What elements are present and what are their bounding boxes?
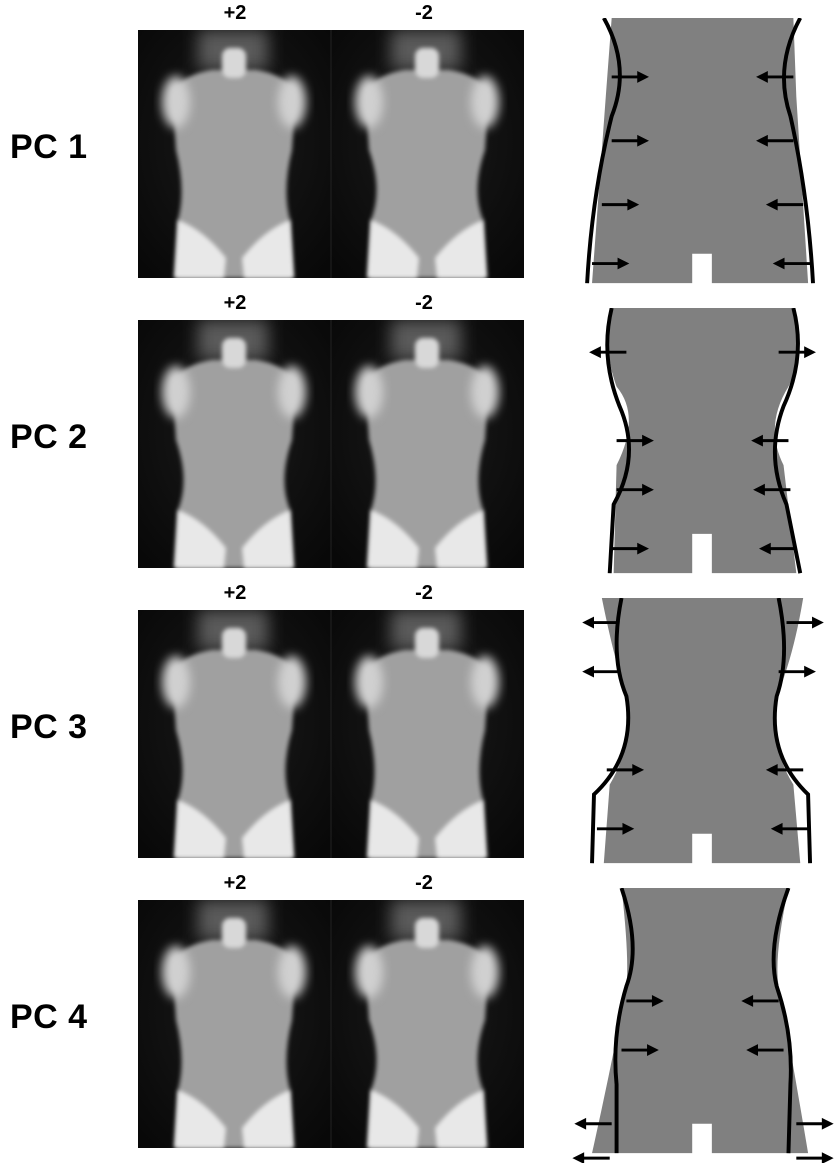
shape-schematic xyxy=(570,308,837,583)
pc-row: PC 4+2-2 xyxy=(0,878,837,1168)
torso-photo xyxy=(331,610,524,858)
pc-row: PC 1+2-2 xyxy=(0,8,837,298)
shape-schematic xyxy=(570,598,837,873)
pc-label: PC 1 xyxy=(10,128,120,167)
photo-pair xyxy=(138,610,524,858)
torso-photo xyxy=(331,30,524,278)
col-label-minus: -2 xyxy=(394,582,454,605)
photo-pair xyxy=(138,30,524,278)
pc-row: PC 3+2-2 xyxy=(0,588,837,878)
col-label-plus: +2 xyxy=(205,2,265,25)
torso-photo xyxy=(331,900,524,1148)
col-label-minus: -2 xyxy=(394,2,454,25)
torso-photo xyxy=(138,900,331,1148)
pc-label: PC 2 xyxy=(10,418,120,457)
pc-label: PC 3 xyxy=(10,708,120,747)
col-label-plus: +2 xyxy=(205,582,265,605)
silhouette-fill xyxy=(602,598,803,863)
photo-pair xyxy=(138,320,524,568)
torso-photo xyxy=(138,320,331,568)
torso-photo xyxy=(331,320,524,568)
col-label-plus: +2 xyxy=(205,872,265,895)
change-arrow xyxy=(796,1152,833,1163)
change-arrow xyxy=(572,1152,609,1163)
shape-schematic xyxy=(570,18,837,293)
pc-label: PC 4 xyxy=(10,998,120,1037)
col-label-minus: -2 xyxy=(394,872,454,895)
col-label-plus: +2 xyxy=(205,292,265,315)
torso-photo xyxy=(138,610,331,858)
torso-photo xyxy=(138,30,331,278)
change-arrow xyxy=(582,666,619,678)
shape-schematic xyxy=(570,888,837,1163)
photo-pair xyxy=(138,900,524,1148)
col-label-minus: -2 xyxy=(394,292,454,315)
silhouette-fill xyxy=(592,18,808,283)
pc-row: PC 2+2-2 xyxy=(0,298,837,588)
